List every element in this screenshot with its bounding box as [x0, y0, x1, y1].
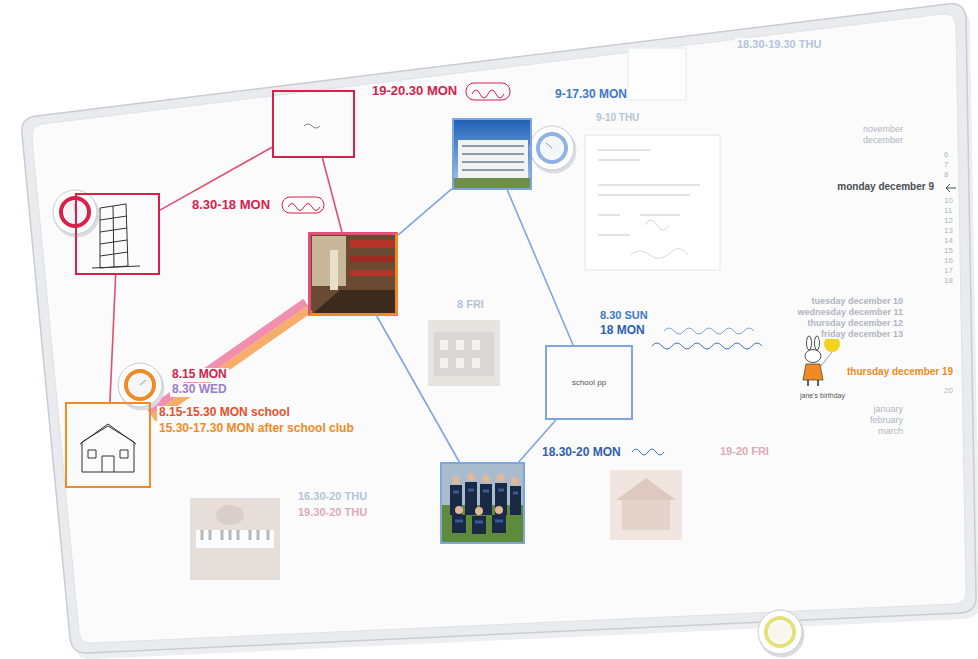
schedule-link	[149, 302, 306, 412]
photo-box	[308, 232, 398, 316]
schedule-link	[153, 309, 310, 419]
calendar-label: december	[861, 135, 905, 145]
building-photo	[452, 118, 532, 190]
activity-box: 8.30-18 MON	[75, 193, 160, 275]
faded-time-label: 8 FRI	[455, 298, 486, 311]
calendar-label: february	[868, 415, 905, 425]
tablet-surface	[32, 14, 966, 643]
schedule-link	[398, 189, 452, 236]
box-caption: school pp	[570, 378, 608, 387]
faded-gazebo-photo	[610, 470, 682, 540]
photo-box: 9-17.30 MON	[452, 118, 532, 190]
calendar-label: thursday december 12	[805, 318, 905, 328]
faded-time-label: 19.30-20 THU	[296, 506, 369, 519]
faded-box	[628, 48, 686, 100]
activity-box: 19-20.30 MON	[272, 90, 355, 158]
house-sketch	[80, 424, 136, 472]
calendar-label: 20	[942, 386, 955, 395]
calendar-label: thursday december 19	[845, 366, 955, 378]
calendar-label: 12	[942, 216, 955, 225]
calendar-label: 17	[942, 266, 955, 275]
schedule-link	[377, 316, 460, 462]
calendar-label: friday december 13	[819, 329, 905, 339]
faded-document	[585, 135, 720, 270]
football-photo	[440, 462, 525, 544]
calendar-label: 18	[942, 276, 955, 285]
calendar-label: january	[871, 404, 905, 414]
time-label: 8.15 MON	[170, 368, 229, 382]
faded-piano-photo	[190, 498, 280, 580]
calendar-label: jane's birthday	[798, 392, 847, 400]
time-label: 15.30-17.30 MON after school club	[157, 422, 356, 436]
time-label: 19-20.30 MON	[370, 84, 459, 99]
faded-building-photo	[428, 320, 500, 386]
clock-puck	[530, 126, 577, 174]
calendar-label: tuesday december 10	[809, 296, 905, 306]
today-arrow	[946, 184, 956, 192]
activity-box: 8.15 MON8.30 WED8.15-15.30 MON school15.…	[65, 402, 151, 488]
schedule-link	[507, 190, 573, 345]
schedule-link	[110, 275, 116, 402]
calendar-label: 15	[942, 246, 955, 255]
schedule-link	[322, 158, 341, 232]
calendar-label: 11	[942, 206, 954, 215]
faded-time-label: 19-20 FRI	[718, 445, 771, 458]
calendar-label: monday december 9	[835, 181, 936, 193]
calendar-label: wednesday december 11	[795, 307, 905, 317]
time-label: 8.15-15.30 MON school	[157, 406, 292, 420]
faded-time-label: 18.30-19.30 THU	[735, 38, 823, 51]
calendar-label: 8	[942, 170, 950, 179]
calendar-label: 10	[942, 196, 955, 205]
time-label: 18 MON	[598, 324, 647, 338]
miffy-icon	[803, 336, 840, 386]
calendar-label: 13	[942, 226, 955, 235]
time-label: 8.30 SUN	[598, 309, 650, 322]
time-label: 9-17.30 MON	[553, 88, 629, 102]
clock-puck	[758, 610, 805, 658]
activity-box: school pp8.30 SUN18 MON	[545, 345, 633, 420]
calendar-label: march	[876, 426, 905, 436]
scribble	[304, 124, 320, 128]
faded-time-label: 16.30-20 THU	[296, 490, 369, 503]
time-label: 18.30-20 MON	[540, 446, 623, 460]
calendar-label: november	[861, 124, 905, 134]
calendar-label: 16	[942, 256, 955, 265]
tablet-rim	[22, 4, 976, 653]
faded-time-label: 9-10 THU	[594, 112, 641, 124]
time-label: 8.30 WED	[170, 383, 229, 397]
time-label: 8.30-18 MON	[190, 198, 272, 213]
interior-photo	[308, 232, 398, 316]
calendar-label: 14	[942, 236, 955, 245]
calendar-label: 7	[942, 160, 950, 169]
photo-box: 18.30-20 MON	[440, 462, 525, 544]
calendar-label: 6	[942, 150, 950, 159]
